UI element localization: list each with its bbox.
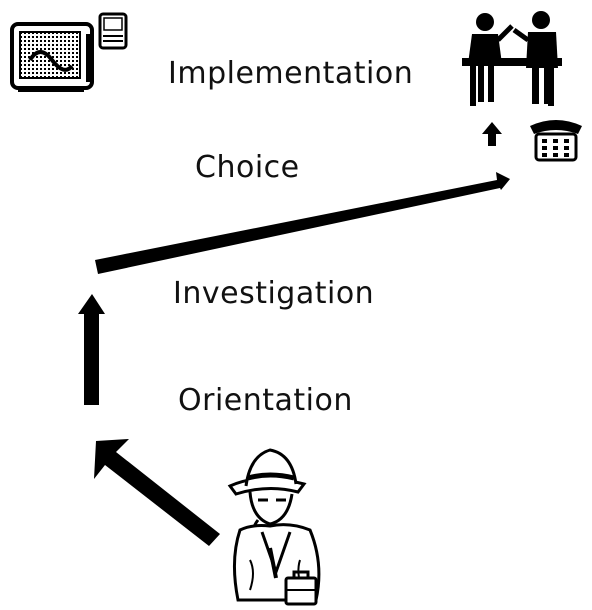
arrow-investigation xyxy=(78,294,105,405)
stage-label-investigation: Investigation xyxy=(173,276,375,311)
arrow-choice xyxy=(95,172,510,274)
stage-label-implementation: Implementation xyxy=(168,56,414,91)
small-monitor-icon xyxy=(98,12,128,50)
meeting-people-icon xyxy=(462,11,562,106)
computer-monitor-icon xyxy=(10,22,94,92)
stage-label-choice: Choice xyxy=(195,150,300,185)
stage-label-orientation: Orientation xyxy=(178,383,353,418)
telephone-icon xyxy=(530,120,582,162)
arrow-orientation xyxy=(94,439,220,546)
detective-figure-icon xyxy=(227,448,321,606)
small-up-arrow-icon xyxy=(482,122,502,146)
